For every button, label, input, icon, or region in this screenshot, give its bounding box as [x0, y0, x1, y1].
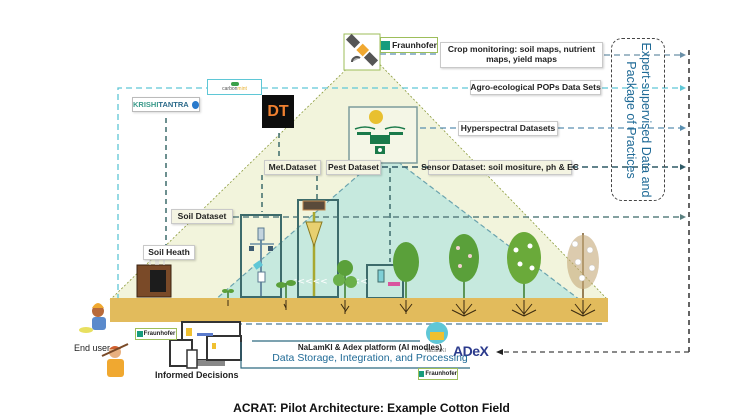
soil-arrow-head — [680, 214, 686, 220]
fraunhofer-text: Fraunhofer — [425, 371, 457, 377]
carbonmint-line-left — [117, 87, 208, 300]
fraunhofer-logo-left: Fraunhofer — [135, 328, 177, 340]
nalamki-wheat-icon — [430, 332, 444, 340]
krishitantra-text-b: TANTRA — [158, 100, 189, 109]
logger-box-icon — [257, 271, 266, 283]
signal-chevrons-1: <<<<< — [290, 277, 328, 287]
pest-trap-solar-icon — [302, 200, 326, 211]
fraunhofer-logo-bottom: Fraunhofer — [418, 368, 458, 380]
carbonmint-text-b: mint — [237, 86, 247, 92]
informed-decisions-devices-icon — [169, 321, 242, 369]
solar-panel-icon — [253, 260, 263, 270]
krishitantra-globe-icon — [191, 100, 199, 109]
drone-edge-left — [214, 151, 386, 301]
sensor-dataset-label: Sensor Dataset: soil mositure, ph & EC — [421, 160, 579, 175]
plant-stage-2 — [276, 280, 296, 300]
plant-stage-4 — [393, 242, 419, 300]
expert-supervised-box — [611, 38, 665, 201]
dt-logo: DT — [262, 95, 294, 128]
adex-logo: ADeX — [453, 343, 489, 359]
plant-stage-6 — [507, 232, 541, 300]
informed-decisions-label: Informed Decisions — [155, 370, 239, 380]
met-station-frame — [240, 214, 282, 298]
anemometer-icon — [249, 246, 254, 251]
plant-stage-5 — [449, 234, 479, 300]
pest-trap-lamp-icon — [305, 221, 323, 248]
sensor-reader-icon — [388, 282, 400, 286]
drone-coverage-cone — [215, 152, 580, 300]
agro-arrow-head — [680, 85, 686, 91]
diagram-caption: ACRAT: Pilot Architecture: Example Cotto… — [233, 401, 510, 415]
pest-dataset-label: Pest Dataset — [326, 160, 381, 175]
soil-dataset-label: Soil Dataset — [171, 209, 233, 224]
platform-bracket — [240, 342, 470, 369]
satellite-icon — [343, 33, 381, 71]
fraunhofer-text: Fraunhofer — [143, 331, 176, 337]
plant-stage-3 — [333, 260, 357, 300]
dt-logo-text: DT — [267, 102, 289, 120]
carbonmint-mark-icon — [230, 82, 239, 86]
soil-layer — [110, 298, 608, 322]
krishitantra-text-a: KRISHI — [133, 100, 159, 109]
hyperspectral-arrow-head — [680, 125, 686, 131]
platform-subtitle: Data Storage, Integration, and Processin… — [272, 352, 468, 364]
pest-trap-frame — [297, 199, 339, 298]
platform-title: NaLamKI & Adex platform (AI modles) — [297, 343, 443, 352]
crop-monitoring-label: Crop monitoring: soil maps, nutrient map… — [440, 42, 603, 68]
soil-kit-interior — [150, 270, 166, 292]
adex-arrow-head — [496, 349, 503, 355]
carbonmint-text-a: carbon — [222, 86, 238, 92]
drone-icon — [354, 126, 406, 154]
crop-monitoring-line-2: maps, yield maps — [486, 54, 557, 64]
fraunhofer-mark-icon — [419, 371, 425, 377]
fraunhofer-mark-icon — [381, 40, 391, 50]
drone-edge-right — [384, 151, 581, 301]
fraunhofer-text: Fraunhofer — [392, 40, 437, 50]
expert-supervised-text: Expert-supervised Data and Package of Pr… — [624, 42, 653, 198]
agro-ecological-label: Agro-ecological POPs Data Sets — [470, 80, 601, 95]
hyperspectral-label: Hyperspectral Datasets — [458, 121, 558, 136]
plant-roots — [227, 300, 596, 317]
carbonmint-logo: carbonmint — [207, 79, 262, 95]
bharatrohan-logo-icon — [369, 110, 383, 124]
fraunhofer-mark-icon — [136, 331, 143, 337]
fraunhofer-logo-top: Fraunhofer — [380, 37, 438, 53]
sensor-arrow-head — [680, 164, 686, 170]
end-user-label: End user — [74, 343, 111, 353]
rain-gauge-icon — [257, 227, 265, 241]
wind-vane-icon — [268, 246, 273, 251]
plant-stage-7-cotton — [567, 233, 599, 300]
crop-arrow-head — [680, 52, 686, 58]
plant-stage-1 — [222, 289, 234, 300]
met-dataset-label: Met.Dataset — [264, 160, 321, 175]
end-user-woman-icon — [79, 303, 106, 333]
soil-health-label: Soil Heath — [143, 245, 195, 260]
end-user-man-icon — [101, 343, 129, 377]
soil-sensor-probe-icon — [377, 269, 385, 283]
nalamki-label: NaLamKI — [425, 348, 446, 354]
crop-monitoring-line-1: Crop monitoring: soil maps, nutrient — [447, 44, 596, 55]
